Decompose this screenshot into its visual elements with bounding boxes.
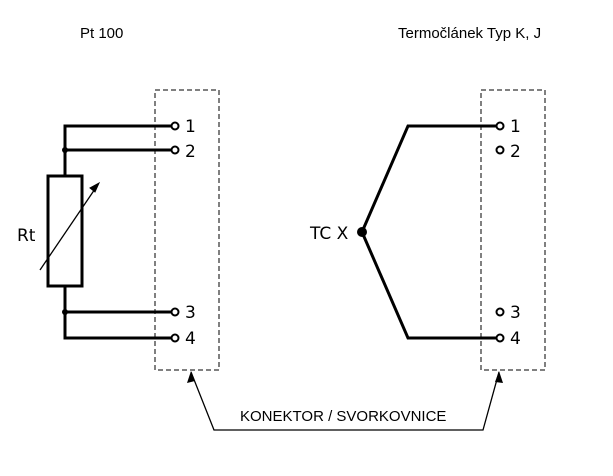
connector-callout: KONEKTOR / SVORKOVNICE — [187, 371, 503, 431]
left-terminal-3-label: 3 — [185, 303, 196, 323]
left-pin-3 — [170, 307, 180, 317]
thermocouple-title: Termočlánek Typ K, J — [398, 25, 541, 42]
tc-wire-to-terminal-4 — [360, 230, 499, 340]
left-pin-1 — [170, 121, 180, 131]
wire-terminal-4 — [63, 284, 175, 340]
wire-terminal-1 — [63, 124, 175, 178]
tc-label: TC X — [309, 224, 349, 244]
tc-wire-to-terminal-1 — [360, 124, 499, 234]
junction-dot — [62, 309, 68, 315]
callout-leader-line — [190, 371, 500, 431]
right-terminal-2-label: 2 — [510, 142, 521, 162]
right-pin-3 — [495, 307, 505, 317]
connector-label: KONEKTOR / SVORKOVNICE — [240, 408, 446, 425]
callout-label-bg — [236, 406, 462, 426]
left-connector-box — [154, 89, 220, 371]
right-terminal-4-label: 4 — [510, 329, 521, 349]
pt100-circuit: Rt 1 2 3 4 — [17, 117, 196, 349]
right-pin-1 — [495, 121, 505, 131]
right-terminal-1-label: 1 — [510, 117, 521, 137]
left-pin-4 — [170, 333, 180, 343]
left-terminal-4-label: 4 — [185, 329, 196, 349]
left-terminal-1-label: 1 — [185, 117, 196, 137]
right-pin-4 — [495, 333, 505, 343]
callout-arrow-right — [495, 371, 503, 383]
tc-junction-dot — [357, 227, 367, 237]
thermocouple-circuit: TC X 1 2 3 4 — [309, 117, 521, 349]
right-terminal-3-label: 3 — [510, 303, 521, 323]
right-pin-2 — [495, 145, 505, 155]
resistor-label: Rt — [17, 226, 36, 246]
variable-arrow-head — [89, 181, 101, 193]
right-connector-box — [480, 89, 546, 371]
variable-arrow-line — [39, 185, 98, 271]
left-pin-2 — [170, 145, 180, 155]
junction-dot — [62, 147, 68, 153]
pt100-title: Pt 100 — [80, 25, 123, 42]
left-terminal-2-label: 2 — [185, 142, 196, 162]
callout-arrow-left — [187, 371, 195, 383]
resistor-body — [46, 174, 84, 288]
